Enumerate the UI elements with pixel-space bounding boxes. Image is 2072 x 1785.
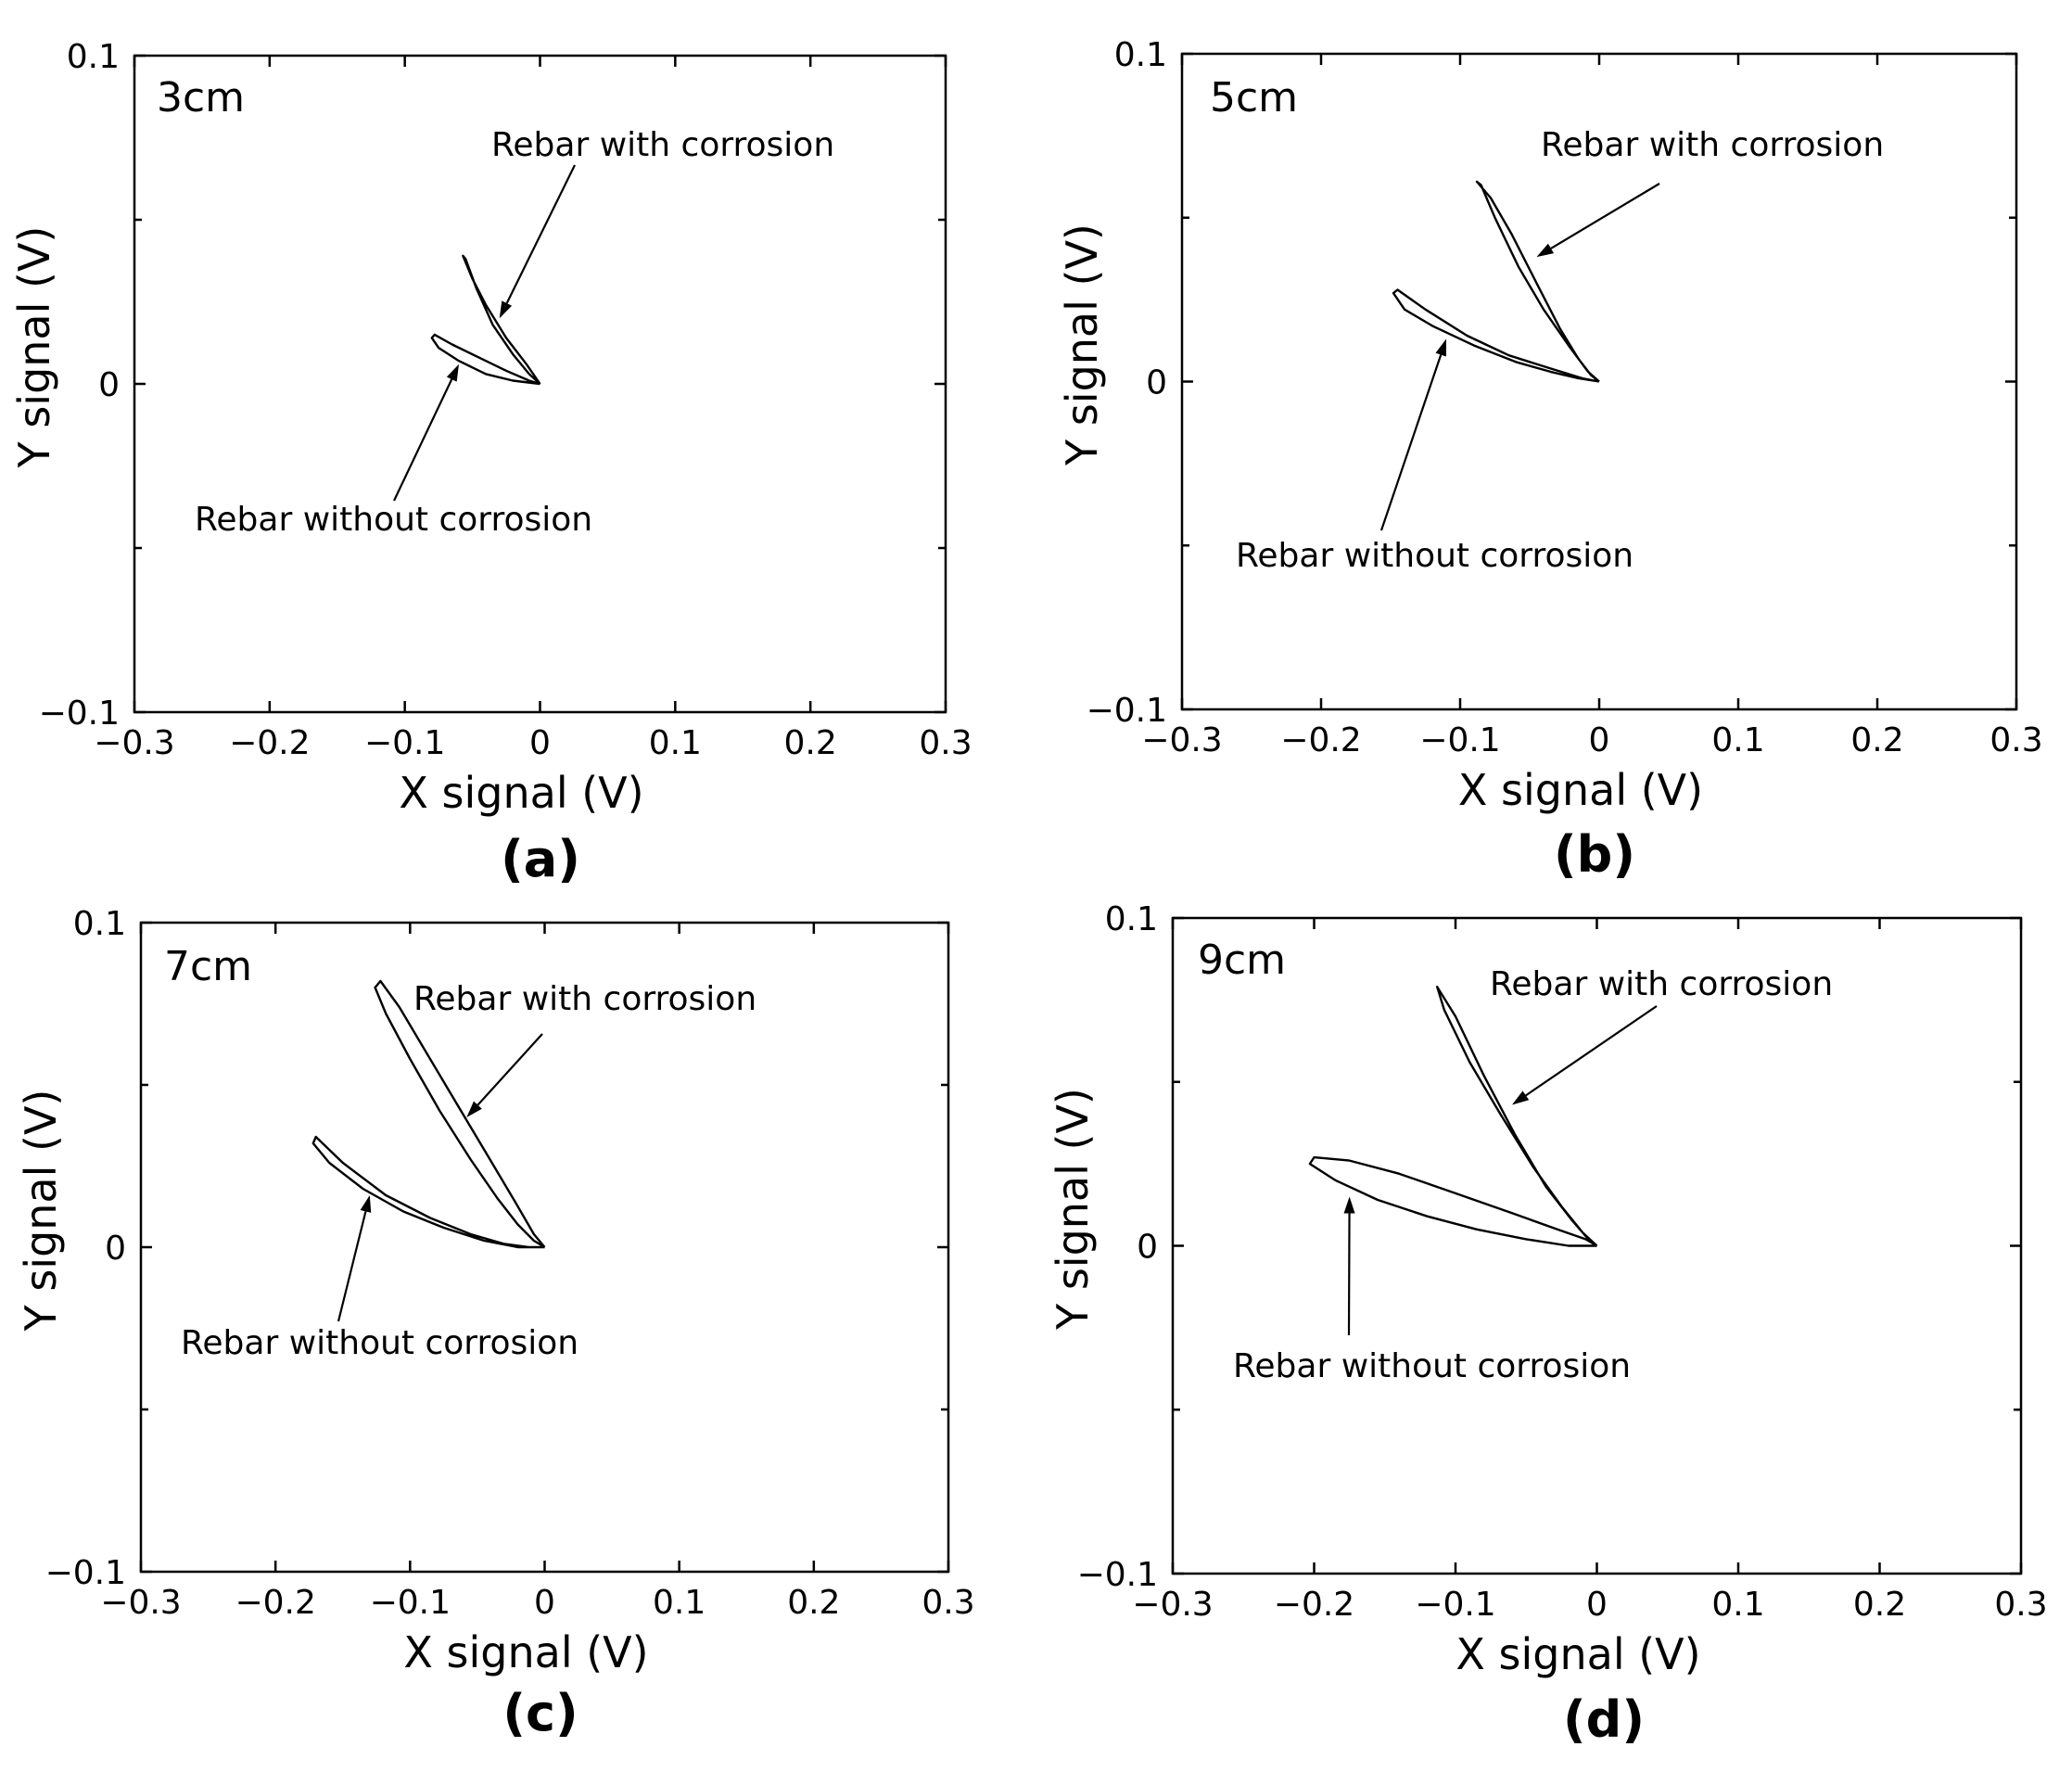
annotation-arrow-head (1435, 338, 1446, 357)
x-tick-label: 0.3 (1989, 721, 2042, 759)
x-tick-label: −0.1 (1419, 721, 1500, 759)
depth-label: 9cm (1198, 937, 1286, 984)
annotation-arrow-line (505, 164, 576, 304)
x-tick-label: 0 (529, 724, 551, 762)
x-tick-label: 0 (1589, 721, 1610, 759)
annotation-arrow-head (360, 1195, 372, 1213)
annotation-arrow-head (499, 300, 513, 319)
loop-without-corrosion (1392, 288, 1600, 383)
loop-with-corrosion (1435, 985, 1598, 1247)
x-tick-label: −0.1 (364, 724, 445, 762)
annotation-without-corrosion: Rebar without corrosion (1233, 1347, 1631, 1385)
y-axis-title: Y signal (V) (1048, 1088, 1098, 1331)
panel-caption: (b) (1554, 825, 1635, 884)
y-tick-label: 0.1 (67, 38, 120, 76)
x-tick-label: −0.2 (235, 1584, 315, 1622)
y-tick-label: 0.1 (73, 905, 126, 943)
y-tick-label: 0 (98, 366, 120, 404)
panel-caption: (a) (501, 830, 580, 888)
y-tick-label: 0 (105, 1230, 126, 1268)
y-axis-title: Y signal (V) (1057, 223, 1107, 466)
y-axis-title: Y signal (V) (9, 226, 59, 469)
annotation-arrow-line (337, 1211, 367, 1322)
annotation-arrow-head (1512, 1090, 1530, 1105)
x-tick-label: 0.2 (784, 724, 837, 762)
y-tick-label: −0.1 (45, 1554, 126, 1592)
loop-without-corrosion (311, 1135, 545, 1249)
y-tick-label: −0.1 (1077, 1556, 1158, 1594)
annotation-without-corrosion: Rebar without corrosion (181, 1324, 578, 1362)
y-axis-title: Y signal (V) (16, 1090, 66, 1332)
x-tick-label: 0.3 (1994, 1586, 2047, 1624)
annotation-arrow-head (446, 363, 459, 382)
panel-d: −0.3 −0.2 −0.1 0 0.1 0.2 0.3 −0.1 0 0.1 X signal (… (1048, 900, 2048, 1749)
loop-with-corrosion (374, 979, 546, 1249)
x-tick-label: −0.3 (1141, 721, 1222, 759)
panel-caption: (d) (1563, 1690, 1645, 1749)
annotation-with-corrosion: Rebar with corrosion (1541, 126, 1884, 164)
y-tick-label: 0 (1146, 364, 1167, 402)
depth-label: 5cm (1210, 74, 1298, 121)
annotation-with-corrosion: Rebar with corrosion (491, 126, 834, 164)
depth-label: 7cm (164, 943, 252, 990)
x-axis-title: X signal (V) (403, 1627, 648, 1677)
x-axis-title: X signal (V) (399, 768, 643, 818)
annotation-arrow-line (1347, 1213, 1351, 1336)
x-tick-label: −0.3 (94, 724, 174, 762)
x-tick-label: −0.2 (1280, 721, 1361, 759)
loop-with-corrosion (462, 254, 541, 385)
panel-caption: (c) (502, 1684, 578, 1742)
annotation-without-corrosion: Rebar without corrosion (1236, 537, 1633, 575)
x-axis-title: X signal (V) (1458, 765, 1703, 815)
annotation-arrow-line (393, 378, 453, 502)
annotation-with-corrosion: Rebar with corrosion (413, 980, 756, 1018)
annotation-arrow-head (1343, 1196, 1355, 1214)
x-tick-label: 0.1 (1711, 1586, 1764, 1624)
annotation-arrow-line (1525, 1005, 1658, 1097)
depth-label: 3cm (157, 74, 245, 121)
x-tick-label: −0.1 (370, 1584, 451, 1622)
x-tick-label: 0.2 (1853, 1586, 1906, 1624)
x-tick-label: −0.2 (229, 724, 310, 762)
loop-without-corrosion (1308, 1155, 1598, 1247)
x-tick-label: 0.3 (922, 1584, 974, 1622)
x-tick-label: −0.3 (1132, 1586, 1213, 1624)
loop-with-corrosion (1475, 180, 1600, 383)
annotation-without-corrosion: Rebar without corrosion (195, 501, 592, 539)
annotation-arrow-line (477, 1033, 543, 1106)
loop-without-corrosion (430, 333, 540, 386)
x-tick-label: −0.3 (100, 1584, 181, 1622)
y-tick-label: 0.1 (1105, 900, 1158, 938)
x-tick-label: −0.1 (1415, 1586, 1495, 1624)
x-axis-title: X signal (V) (1455, 1629, 1700, 1679)
y-tick-label: 0 (1137, 1229, 1158, 1267)
y-tick-label: 0.1 (1114, 36, 1167, 74)
annotation-with-corrosion: Rebar with corrosion (1490, 965, 1833, 1003)
x-tick-label: 0.2 (1850, 721, 1903, 759)
x-tick-label: 0.1 (649, 724, 702, 762)
x-tick-label: 0.2 (787, 1584, 840, 1622)
y-tick-label: −0.1 (39, 695, 120, 733)
annotation-arrow-head (1536, 243, 1555, 258)
annotation-arrow-head (466, 1101, 482, 1117)
x-tick-label: 0 (1586, 1586, 1608, 1624)
annotation-arrow-line (1550, 183, 1660, 249)
x-tick-label: 0 (534, 1584, 555, 1622)
x-tick-label: 0.1 (1711, 721, 1764, 759)
annotation-arrow-line (1379, 354, 1443, 531)
x-tick-label: −0.2 (1274, 1586, 1354, 1624)
y-tick-label: −0.1 (1087, 692, 1167, 730)
x-tick-label: 0.3 (919, 724, 972, 762)
x-tick-label: 0.1 (653, 1584, 705, 1622)
